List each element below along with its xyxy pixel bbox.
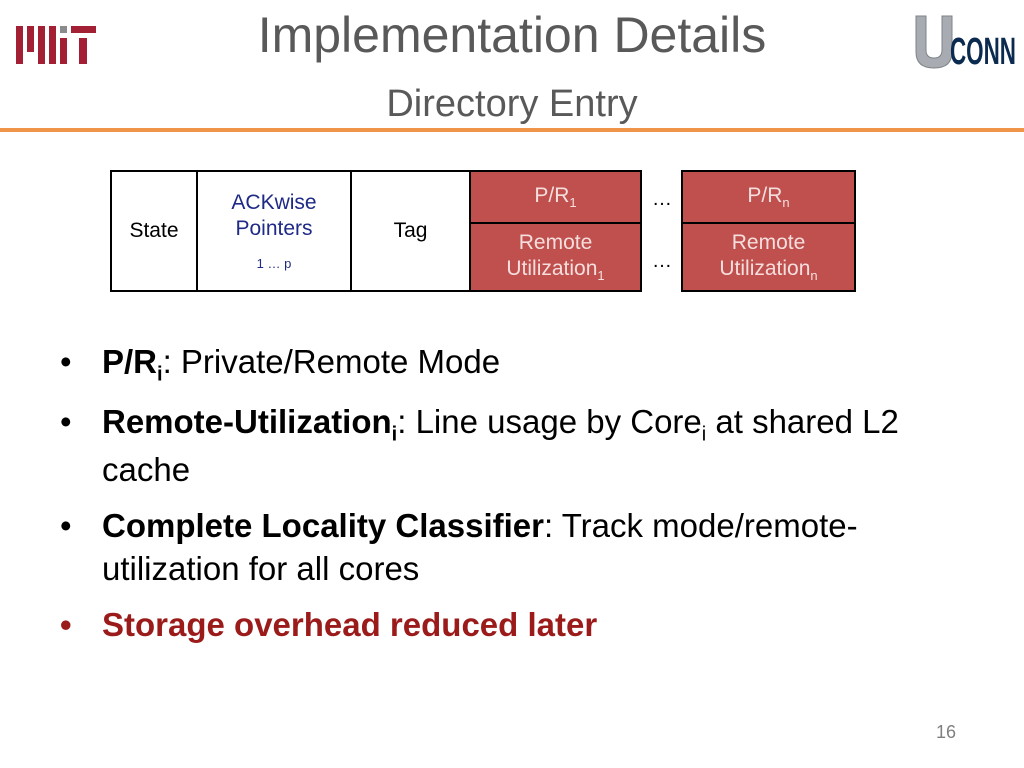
bullet-dot-icon: • — [60, 343, 72, 380]
remote-util-last-line1: Remote — [731, 230, 806, 254]
mit-logo — [16, 26, 96, 64]
pr-first-label: P/R1 — [534, 183, 577, 210]
ackwise-label-line2: Pointers — [235, 216, 313, 240]
page-title: Implementation Details — [257, 7, 767, 63]
tag-cell: Tag — [350, 170, 471, 292]
bullet-item: • Remote-Utilizationi: Line usage by Cor… — [60, 400, 960, 492]
tag-label: Tag — [393, 218, 428, 242]
bullet-dot-icon: • — [60, 402, 72, 440]
ackwise-label-line1: ACKwise — [231, 190, 317, 214]
bullet-dot-icon: • — [60, 605, 72, 643]
ackwise-range: 1 … p — [256, 256, 292, 272]
mit-logo-graphic — [16, 26, 96, 64]
ellipsis-top: … — [652, 188, 672, 210]
bullet-dot-icon: • — [60, 506, 72, 544]
bullet-item: • P/Ri: Private/Remote Mode — [60, 340, 960, 388]
svg-text:CONN: CONN — [950, 31, 1016, 70]
page-number: 16 — [936, 722, 957, 742]
bullet-list: • P/Ri: Private/Remote Mode • Remote-Uti… — [60, 340, 960, 658]
ellipsis-bottom: … — [652, 250, 672, 272]
uconn-logo-graphic: CONN — [915, 15, 1016, 73]
state-cell: State — [110, 170, 198, 292]
page-subtitle: Directory Entry — [386, 83, 638, 125]
bullet-item-emphasis: • Storage overhead reduced later — [60, 603, 960, 647]
uconn-logo: CONN — [912, 14, 1016, 73]
remote-util-first-cell: Remote Utilization1 — [469, 222, 642, 292]
ackwise-cell: ACKwise Pointers 1 … p — [196, 170, 352, 292]
pr-last-label: P/Rn — [747, 183, 790, 210]
bullet-item: • Complete Locality Classifier: Track mo… — [60, 504, 960, 591]
state-label: State — [129, 218, 179, 242]
remote-util-last-line2: Utilizationn — [719, 256, 818, 284]
remote-util-last-cell: Remote Utilizationn — [681, 222, 856, 292]
remote-util-first-line1: Remote — [518, 230, 593, 254]
remote-util-first-line2: Utilization1 — [506, 256, 605, 284]
header-divider — [0, 128, 1024, 132]
pr-last-cell: P/Rn — [681, 170, 856, 224]
pr-first-cell: P/R1 — [469, 170, 642, 224]
